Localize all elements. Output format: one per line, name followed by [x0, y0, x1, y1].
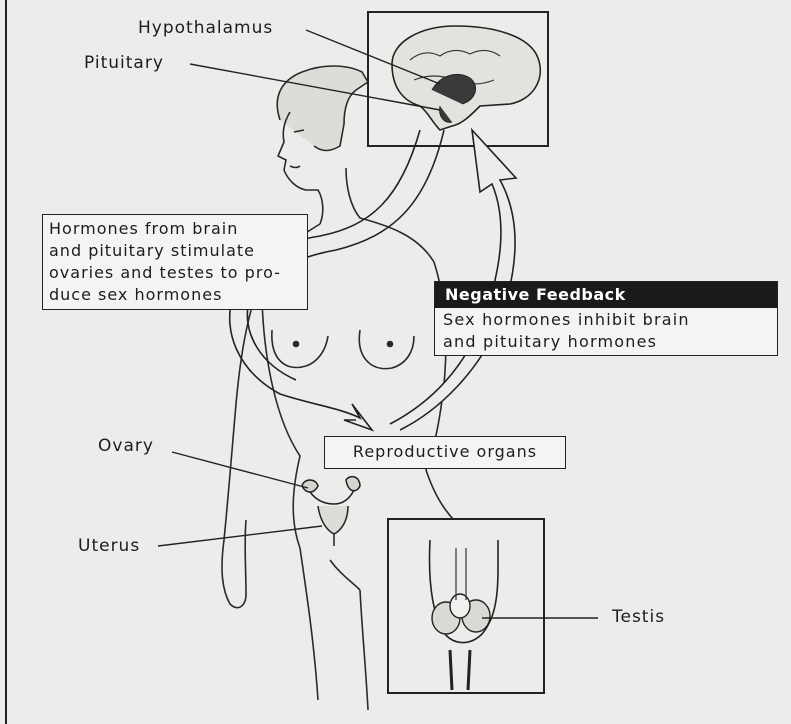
negative-feedback-line: and pituitary hormones — [443, 331, 769, 353]
negative-feedback-box: Negative Feedback Sex hormones inhibit b… — [434, 281, 778, 356]
testis-label: Testis — [612, 607, 665, 627]
stimulation-line: ovaries and testes to pro- — [49, 262, 301, 284]
uterus-leader-line — [158, 526, 322, 546]
testis-inset — [388, 519, 544, 693]
negative-feedback-body: Sex hormones inhibit brain and pituitary… — [435, 308, 777, 354]
stimulation-text-box: Hormones from brain and pituitary stimul… — [42, 214, 308, 310]
negative-feedback-title: Negative Feedback — [435, 282, 777, 308]
negative-feedback-line: Sex hormones inhibit brain — [443, 309, 769, 331]
reproductive-organs-box: Reproductive organs — [324, 436, 566, 469]
brain-inset — [368, 12, 548, 146]
ovary-leader-line — [172, 452, 308, 488]
hypothalamus-label: Hypothalamus — [138, 18, 273, 38]
stimulation-line: duce sex hormones — [49, 284, 301, 306]
pituitary-label: Pituitary — [84, 53, 164, 73]
feedback-arrow — [390, 130, 516, 430]
stimulation-line: and pituitary stimulate — [49, 240, 301, 262]
stimulation-line: Hormones from brain — [49, 218, 301, 240]
uterus-ovaries-illustration — [302, 477, 360, 546]
ovary-label: Ovary — [98, 436, 154, 456]
uterus-label: Uterus — [78, 536, 140, 556]
